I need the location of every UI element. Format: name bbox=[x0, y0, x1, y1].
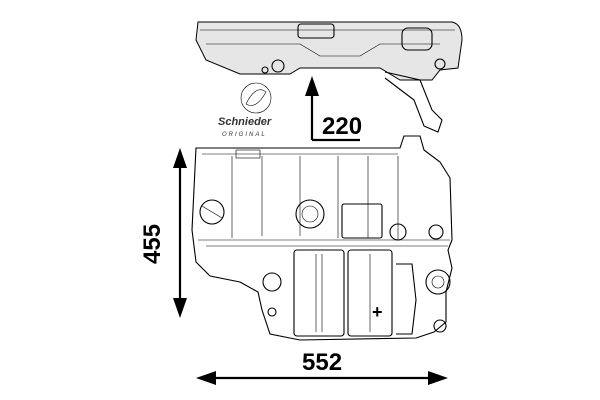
brand-logo: Schnieder ORIGINAL bbox=[218, 82, 272, 138]
height-dimension: 455 bbox=[139, 148, 187, 318]
logo-tagline: ORIGINAL bbox=[222, 132, 267, 138]
inlet-height-label: 220 bbox=[322, 113, 362, 140]
height-label: 455 bbox=[139, 224, 166, 264]
width-dimension: 552 bbox=[196, 349, 448, 385]
tank-plus-marking: + bbox=[372, 302, 383, 322]
tank-front-view: + bbox=[191, 135, 453, 341]
logo-brand: Schnieder bbox=[218, 116, 272, 128]
width-label: 552 bbox=[302, 349, 342, 376]
tank-top-view bbox=[195, 21, 463, 133]
inlet-height-dimension: 220 bbox=[305, 76, 362, 142]
